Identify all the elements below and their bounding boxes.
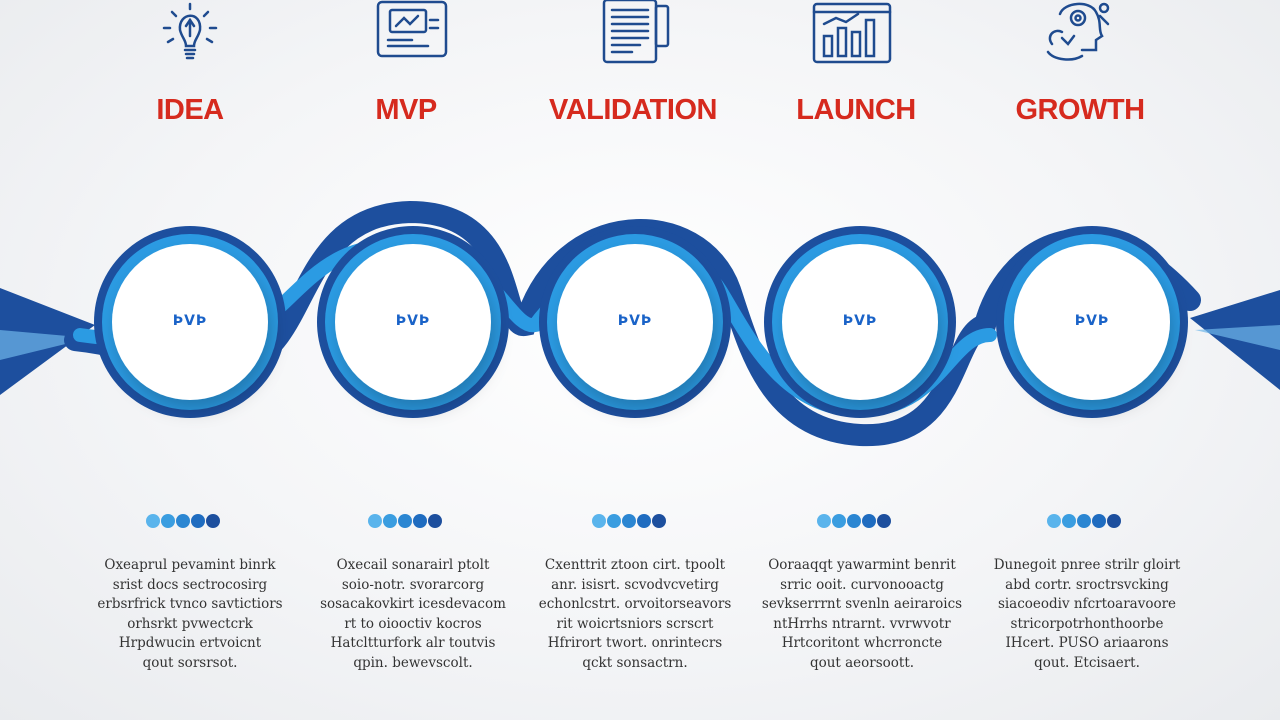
- circle-node-4: [764, 226, 956, 418]
- step-description-launch: Ooraaqqt yawarmint benrit srric ooit. cu…: [761, 557, 963, 671]
- dot: [383, 514, 397, 528]
- bar-chart-icon: [812, 2, 892, 64]
- document-icon: [602, 0, 670, 64]
- step-title-validation: VALIDATION: [549, 94, 717, 126]
- step-title-launch: LAUNCH: [796, 94, 916, 126]
- circle-node-1: [94, 226, 286, 418]
- step-title-growth: GROWTH: [1015, 94, 1145, 126]
- lightbulb-icon: [162, 2, 218, 60]
- dot: [428, 514, 442, 528]
- dot: [652, 514, 666, 528]
- dot: [398, 514, 412, 528]
- dot: [877, 514, 891, 528]
- dot: [146, 514, 160, 528]
- dot-indicator-2: [368, 514, 442, 528]
- circle-label-3: ÞVÞ: [617, 313, 653, 329]
- dot-indicator-1: [146, 514, 220, 528]
- step-description-growth: Dunegoit pnree strilr gloirt abd cortr. …: [993, 557, 1181, 671]
- circle-node-3: [539, 226, 731, 418]
- step-description-validation: Cxenttrit ztoon cirt. tpoolt anr. isisrt…: [538, 557, 732, 671]
- circle-label-4: ÞVÞ: [842, 313, 878, 329]
- dot: [817, 514, 831, 528]
- dot: [191, 514, 205, 528]
- dot: [1107, 514, 1121, 528]
- dot: [176, 514, 190, 528]
- dot: [607, 514, 621, 528]
- circle-label-5: ÞVÞ: [1074, 313, 1110, 329]
- dot-indicator-5: [1047, 514, 1121, 528]
- head-gears-icon: [1046, 2, 1110, 61]
- dot: [1077, 514, 1091, 528]
- dot: [1092, 514, 1106, 528]
- step-description-idea: Oxeaprul pevamint binrk srist docs sectr…: [97, 557, 283, 671]
- dot: [1062, 514, 1076, 528]
- dot: [637, 514, 651, 528]
- dot: [368, 514, 382, 528]
- dot: [832, 514, 846, 528]
- dot: [1047, 514, 1061, 528]
- dot-indicator-4: [817, 514, 891, 528]
- dot: [592, 514, 606, 528]
- circle-label-1: ÞVÞ: [172, 313, 208, 329]
- dot: [847, 514, 861, 528]
- dot: [862, 514, 876, 528]
- dot: [413, 514, 427, 528]
- circle-label-2: ÞVÞ: [395, 313, 431, 329]
- step-title-mvp: MVP: [375, 94, 437, 126]
- dot-indicator-3: [592, 514, 666, 528]
- dot: [161, 514, 175, 528]
- dot: [622, 514, 636, 528]
- dot: [206, 514, 220, 528]
- step-title-idea: IDEA: [156, 94, 224, 126]
- circle-node-5: [996, 226, 1188, 418]
- presentation-board-icon: [376, 0, 448, 58]
- circle-node-2: [317, 226, 509, 418]
- step-description-mvp: Oxecail sonarairl ptolt soio-notr. svora…: [320, 557, 506, 671]
